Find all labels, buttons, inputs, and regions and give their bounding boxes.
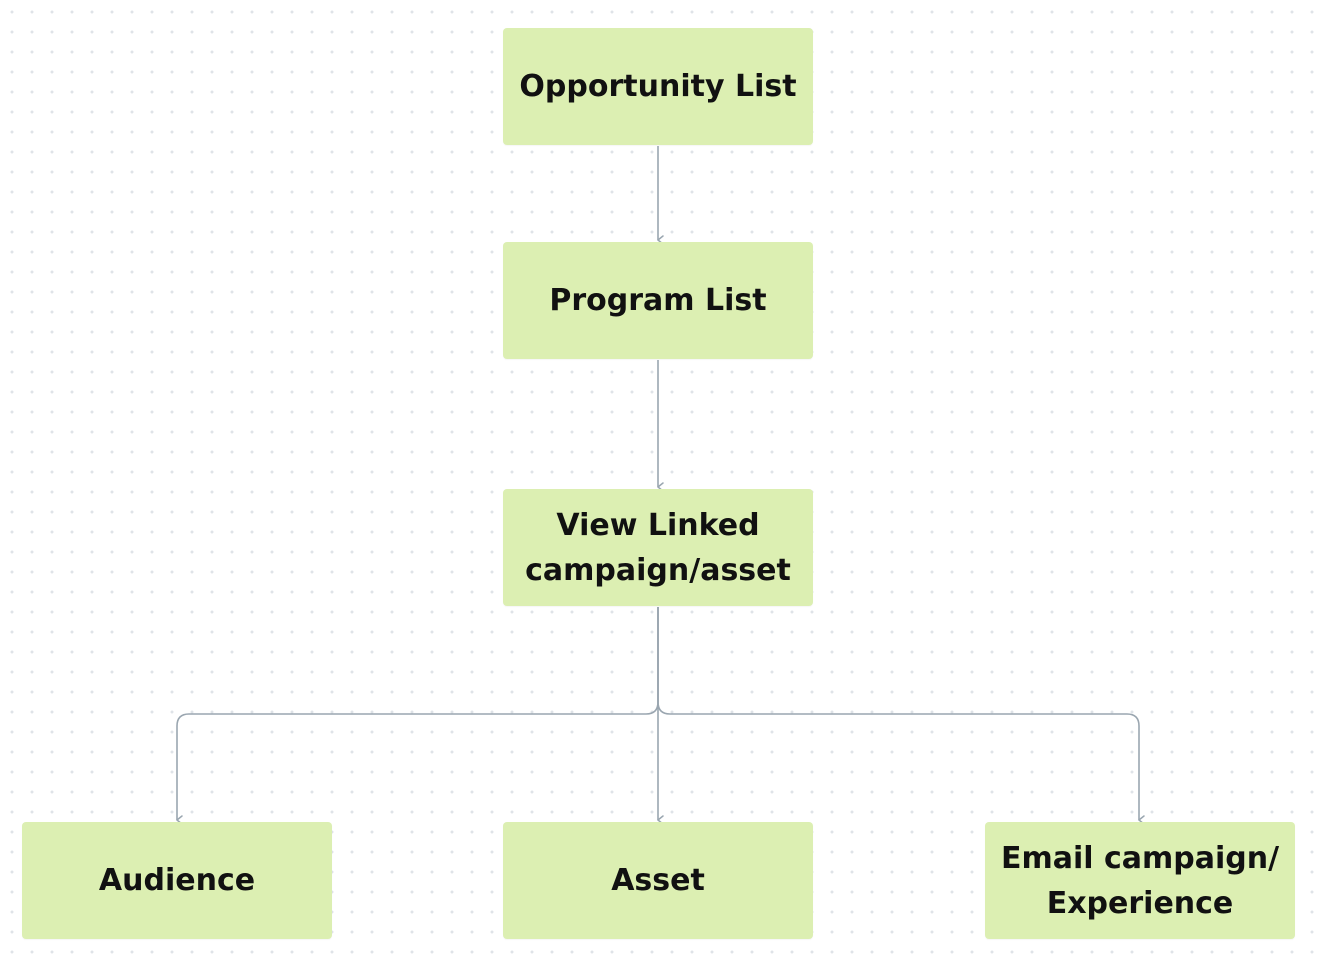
node-program-list[interactable]: Program List [503, 242, 813, 359]
node-view-linked-campaign-asset[interactable]: View Linked campaign/asset [503, 489, 813, 606]
node-opportunity-list[interactable]: Opportunity List [503, 28, 813, 145]
connector-linked-to-audience [176, 607, 659, 825]
node-asset[interactable]: Asset [503, 822, 813, 939]
connector-linked-to-email [657, 607, 1145, 825]
node-email-campaign-experience[interactable]: Email campaign/ Experience [985, 822, 1295, 939]
node-audience[interactable]: Audience [22, 822, 332, 939]
